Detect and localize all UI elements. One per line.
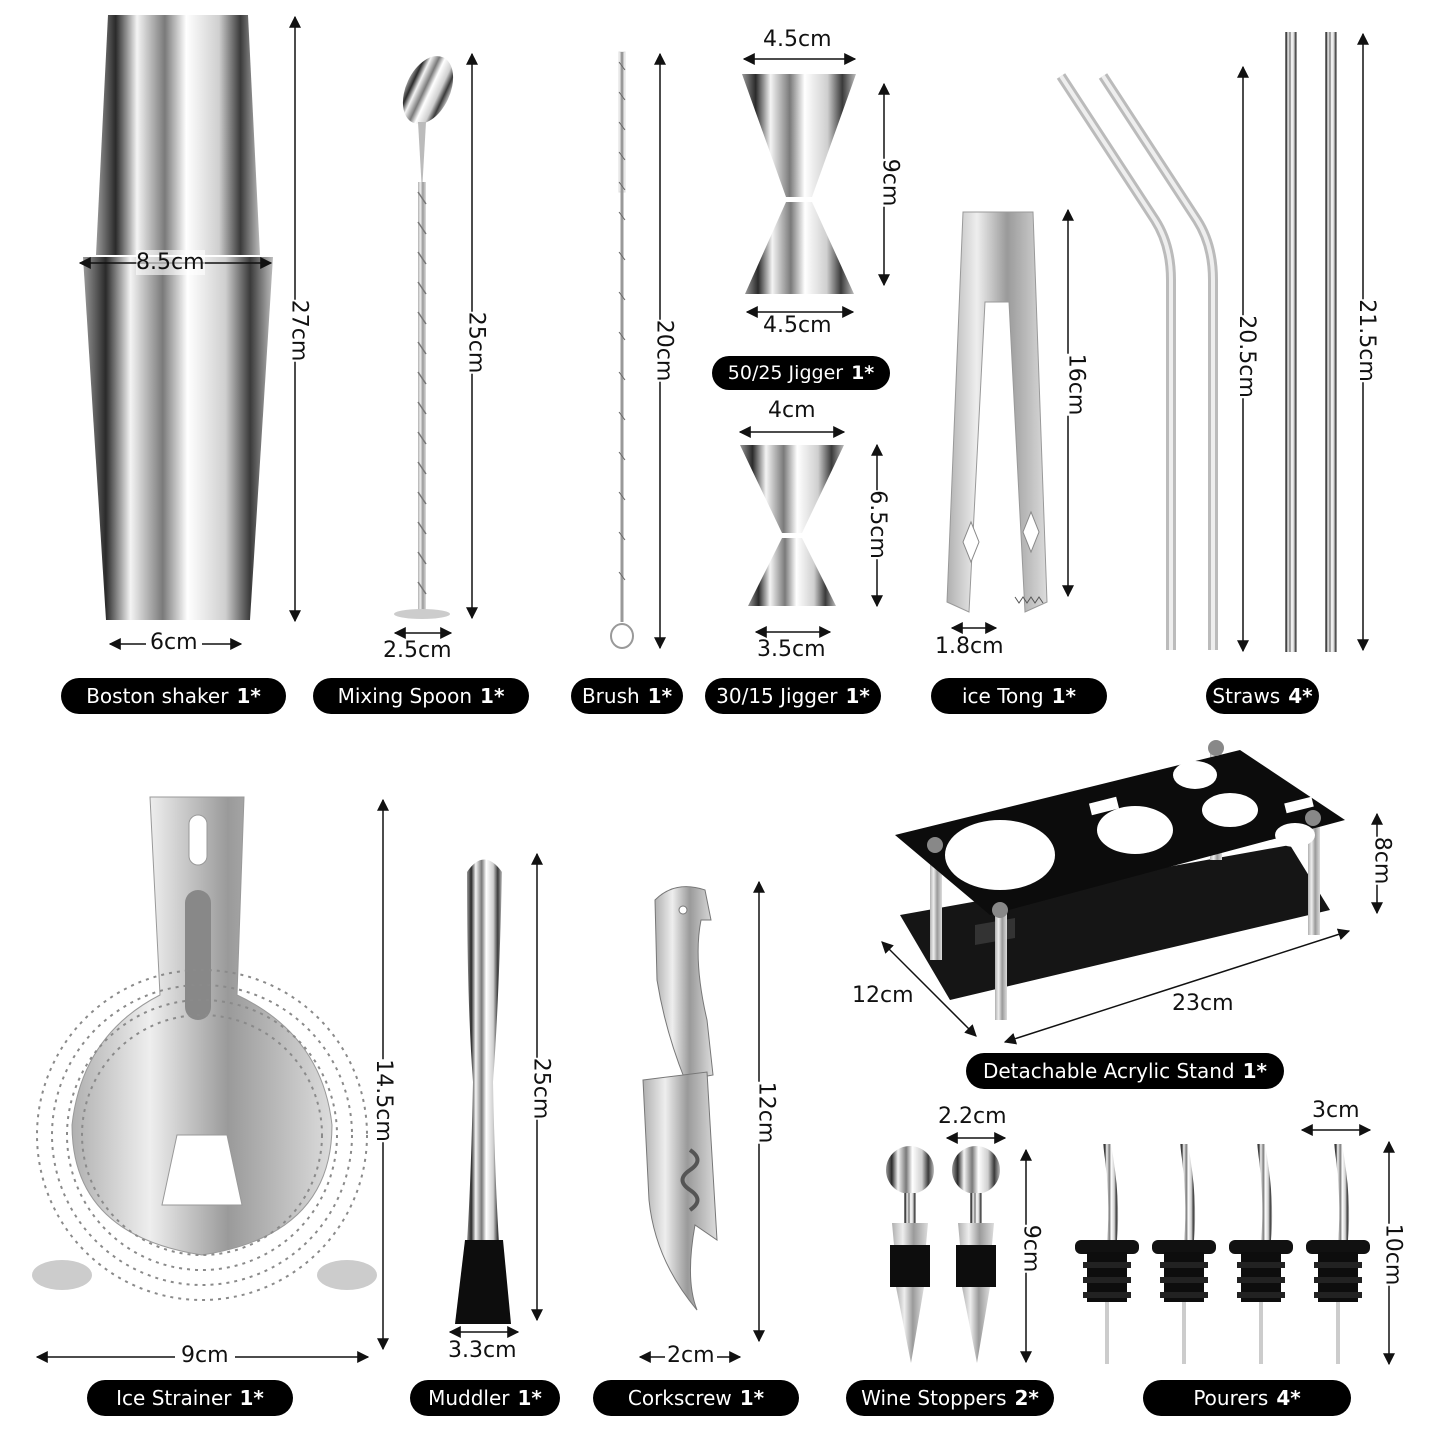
bent-straws-image <box>1056 73 1218 650</box>
jigger-30-height-dim: 6.5cm <box>864 490 890 559</box>
spoon-length-dim: 25cm <box>463 311 489 374</box>
boston-shaker-image <box>83 15 273 620</box>
stopper-width-dim: 2.2cm <box>938 1104 1007 1129</box>
pourer-width-dim: 3cm <box>1312 1098 1360 1123</box>
jigger-30-bottom-arrow <box>754 626 832 638</box>
jigger-50-bottom-arrow <box>745 306 855 318</box>
muddler-base-arrow <box>448 1326 520 1338</box>
brush-image <box>610 51 634 649</box>
jigger-50-top-arrow <box>742 53 857 65</box>
ice-strainer-image <box>32 796 377 1301</box>
stand-depth-dim: 12cm <box>852 983 914 1008</box>
mixing-spoon-label: Mixing Spoon 1* <box>313 678 529 714</box>
acrylic-stand-label: Detachable Acrylic Stand 1* <box>966 1053 1284 1089</box>
strainer-width-dim: 9cm <box>175 1343 235 1368</box>
wine-stoppers-label: Wine Stoppers 2* <box>846 1380 1054 1416</box>
jigger-30-bottom-dim: 3.5cm <box>757 637 826 662</box>
pourer-width-arrow <box>1300 1124 1372 1136</box>
spoon-base-arrow <box>393 627 453 639</box>
bent-straw-length-dim: 20.5cm <box>1233 315 1259 398</box>
muddler-base-dim: 3.3cm <box>448 1338 517 1363</box>
jigger-30-15-image <box>740 445 844 606</box>
mixing-spoon-image <box>394 56 454 619</box>
shaker-height-dim: 27cm <box>286 299 312 362</box>
stand-depth-arrow <box>881 941 977 1037</box>
muddler-length-dim: 25cm <box>528 1057 554 1120</box>
stand-height-dim: 8cm <box>1369 836 1395 885</box>
ice-strainer-label: Ice Strainer 1* <box>87 1380 293 1416</box>
jigger-30-15-label: 30/15 Jigger 1* <box>705 678 881 714</box>
jigger-50-top-dim: 4.5cm <box>763 27 832 52</box>
jigger-50-height-dim: 9cm <box>877 158 903 207</box>
corkscrew-length-dim: 12cm <box>753 1081 779 1144</box>
muddler-label: Muddler 1* <box>410 1380 560 1416</box>
shaker-bottom-width-dim: 6cm <box>146 630 202 655</box>
pourer-height-dim: 10cm <box>1380 1223 1406 1286</box>
jigger-50-bottom-dim: 4.5cm <box>763 313 832 338</box>
wine-stoppers-image <box>886 1146 1000 1363</box>
boston-shaker-label: Boston shaker 1* <box>61 678 286 714</box>
muddler-image <box>455 859 511 1324</box>
brush-label: Brush 1* <box>571 678 683 714</box>
tong-width-arrow <box>950 622 998 634</box>
stand-length-dim: 23cm <box>1172 991 1234 1016</box>
corkscrew-label: Corkscrew 1* <box>593 1380 799 1416</box>
stopper-width-arrow <box>945 1132 1007 1144</box>
pourers-label: Pourers 4* <box>1143 1380 1351 1416</box>
corkscrew-width-dim: 2cm <box>665 1343 717 1368</box>
tong-width-dim: 1.8cm <box>935 634 1004 659</box>
brush-length-dim: 20cm <box>651 319 677 382</box>
straws-label: Straws 4* <box>1206 678 1319 714</box>
strainer-height-dim: 14.5cm <box>370 1059 396 1142</box>
straight-straw-length-dim: 21.5cm <box>1353 299 1379 382</box>
straight-straws-image <box>1285 32 1337 652</box>
ice-tong-label: ice Tong 1* <box>931 678 1107 714</box>
stand-length-arrow <box>1003 928 1351 1045</box>
jigger-30-top-dim: 4cm <box>768 398 816 423</box>
corkscrew-image <box>642 886 718 1311</box>
spoon-base-dim: 2.5cm <box>383 638 452 663</box>
jigger-50-25-image <box>742 74 856 294</box>
shaker-top-width-dim: 8.5cm <box>136 250 205 275</box>
stopper-height-dim: 9cm <box>1018 1224 1044 1273</box>
pourers-image <box>1075 1140 1375 1370</box>
jigger-30-top-arrow <box>738 426 846 438</box>
ice-tong-image <box>946 211 1048 613</box>
jigger-50-25-label: 50/25 Jigger 1* <box>712 356 890 390</box>
